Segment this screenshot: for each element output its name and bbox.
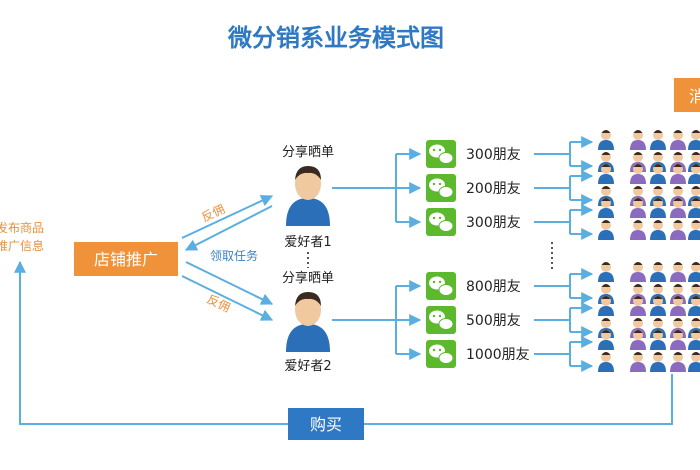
crowd-person-icon [630,220,646,240]
friend-count-label: 500朋友 [466,313,521,329]
crowd-person-icon [630,330,646,350]
consumer-box [674,78,700,112]
loop-left-arrow [14,260,292,425]
wechat-icon [426,174,456,202]
commission-label-lower: 反佣 [205,292,233,315]
crowd-person-icon [670,164,686,184]
friend-count-label: 200朋友 [466,181,521,197]
person-icon [598,220,614,240]
crowd-person-icon [650,220,666,240]
wechat-icon [426,340,456,368]
publish-text-line1: 发布商品 [0,220,44,235]
arrow-commission-upper [181,195,274,239]
friend-row: 300朋友 [426,140,521,168]
wechat-icon [426,208,456,236]
friend-count-label: 800朋友 [466,279,521,295]
crowd-person-icon [630,130,646,150]
friend-row: 1000朋友 [426,340,530,368]
crowd-person-icon [650,352,666,372]
person-icon [598,164,614,184]
fan2-share-label: 分享晒单 [282,270,334,286]
person-icon [598,198,614,218]
crowd-person-icon [688,220,700,240]
arrow-commission-lower [181,275,274,321]
person-icon [598,130,614,150]
arrow-take-task-upper [184,205,273,251]
crowd-person-icon [650,330,666,350]
person-icon [598,296,614,316]
fan1-branches [332,148,422,228]
crowd-person-icon [688,296,700,316]
crowd-person-icon [670,198,686,218]
crowd-person-icon [630,262,646,282]
friend-branch [534,302,594,338]
crowd-person-icon [670,262,686,282]
wechat-rows: 300朋友 200朋友 300朋友 800朋友 500朋友 1000朋友 [426,140,530,368]
commission-label-upper: 反佣 [199,202,227,225]
fan2-branches [332,280,422,360]
store-promotion-box [74,242,178,276]
fan1-avatar [286,166,330,226]
friend-count-label: 300朋友 [466,147,521,163]
wechat-icon [426,140,456,168]
fan2-avatar [286,292,330,352]
crowd-person-icon [688,352,700,372]
crowd-person-icon [688,262,700,282]
crowd-person-icon [630,352,646,372]
friend-row: 500朋友 [426,306,521,334]
friend-count-label: 1000朋友 [466,347,530,363]
crowd-person-icon [670,330,686,350]
store-promotion-label: 店铺推广 [94,250,158,269]
buy-box [288,408,364,440]
crowd-person-icon [630,296,646,316]
friend-branch [534,336,594,372]
crowd-person-icon [670,296,686,316]
publish-text-line2: 推广信息 [0,238,44,253]
loop-right [360,374,673,425]
crowd-person-icon [688,130,700,150]
arrow-take-task-lower [185,261,274,305]
person-icon [598,352,614,372]
crowd-person-icon [630,198,646,218]
friend-branch [534,170,594,206]
friend-row: 200朋友 [426,174,521,202]
friend-row: 800朋友 [426,272,521,300]
friend-count-label: 300朋友 [466,215,521,231]
take-task-label: 领取任务 [210,248,258,263]
friend-row: 300朋友 [426,208,521,236]
wechat-icon [426,306,456,334]
crowd-person-icon [670,220,686,240]
fan2-name: 爱好者2 [284,359,331,374]
fan1-name: 爱好者1 [284,235,331,250]
crowd-person-icon [630,164,646,184]
consumer-label: 消 [689,87,700,106]
crowd-person-icon [670,130,686,150]
crowd-person-icon [650,296,666,316]
fan1-share-label: 分享晒单 [282,144,334,160]
friend-branch [534,136,594,172]
crowd-person-icon [670,352,686,372]
crowd-person-icon [650,198,666,218]
crowd-person-icon [688,164,700,184]
crowd-person-icon [688,330,700,350]
person-icon [598,330,614,350]
diagram-title: 微分销系业务模式图 [227,24,444,52]
crowd-person-icon [650,164,666,184]
wechat-icon [426,272,456,300]
crowd-person-icon [650,262,666,282]
crowd-person-icon [688,198,700,218]
friend-branch [534,268,594,304]
crowd-person-icon [650,130,666,150]
buy-label: 购买 [310,415,342,434]
people-area [534,130,700,372]
person-icon [598,262,614,282]
friend-branch [534,204,594,240]
